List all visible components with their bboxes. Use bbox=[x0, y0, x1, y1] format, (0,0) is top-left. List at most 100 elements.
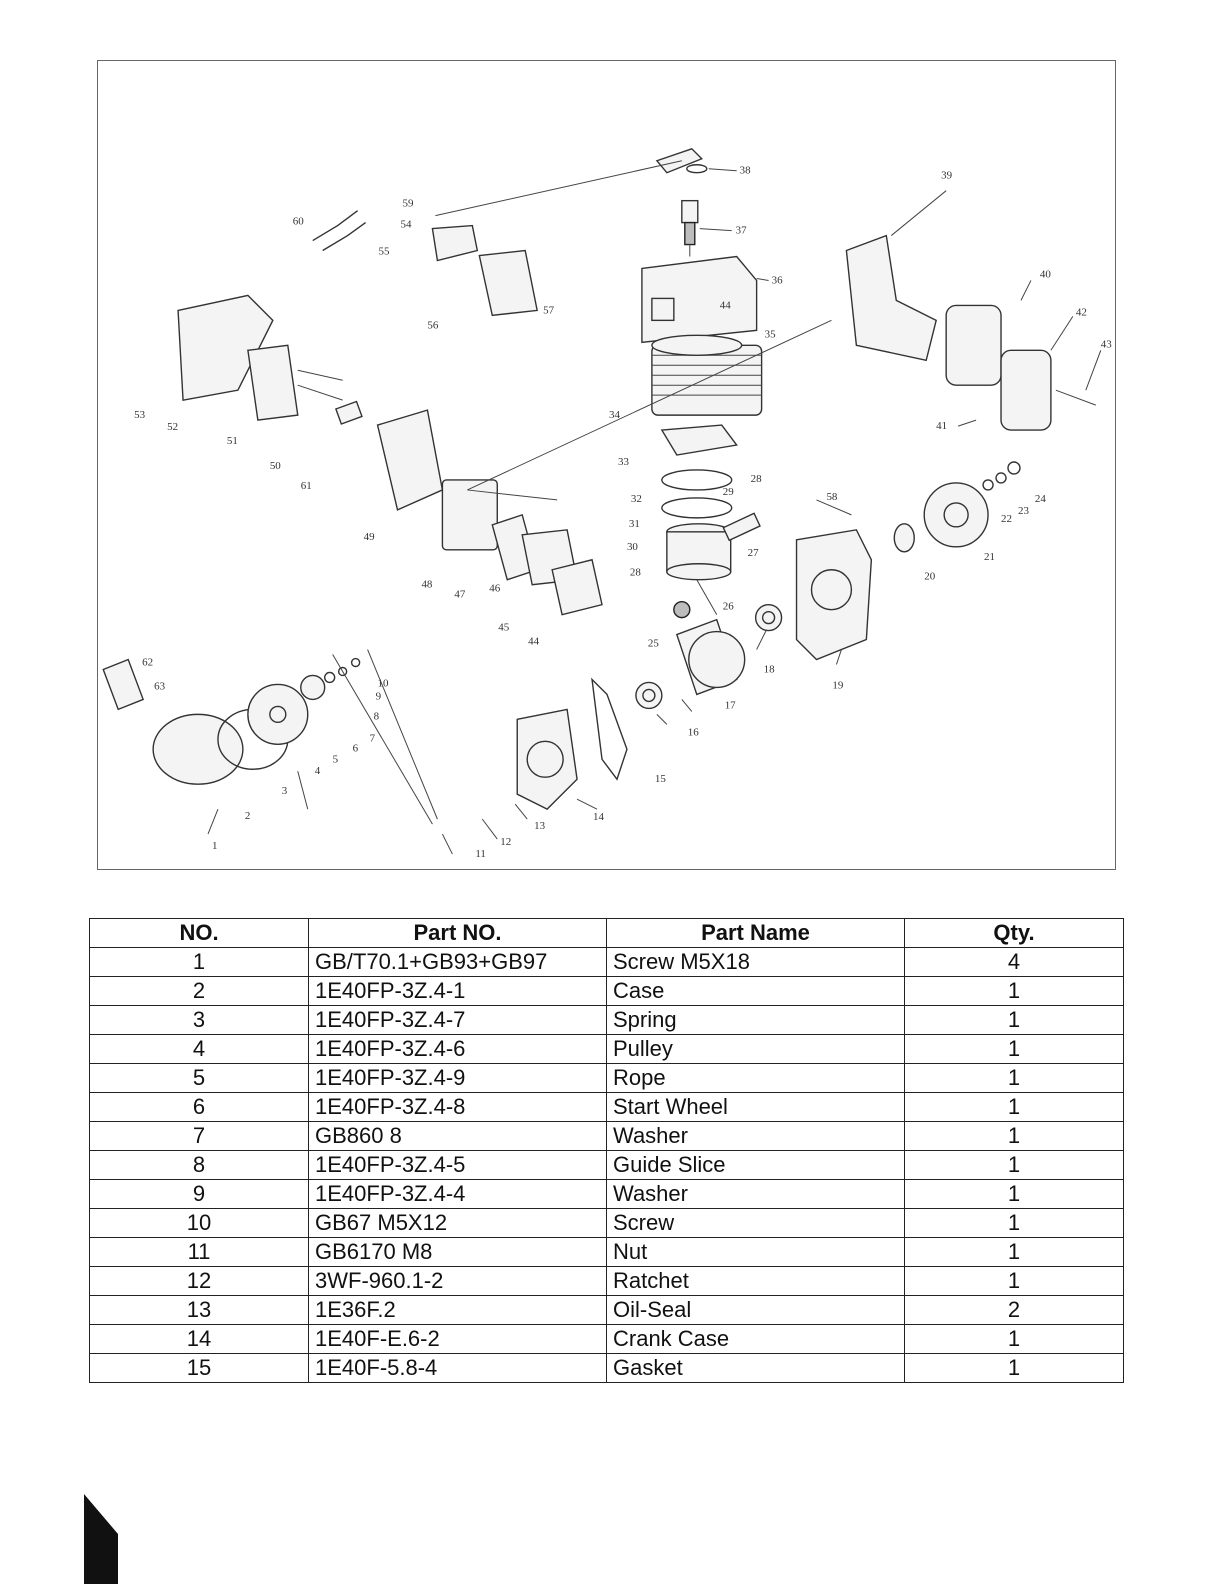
cell-part-no: 1E40FP-3Z.4-6 bbox=[308, 1034, 607, 1064]
clutch-shapes bbox=[893, 461, 1021, 553]
callout-label: 40 bbox=[1040, 268, 1051, 280]
air-filter-shapes bbox=[177, 294, 363, 425]
crankshaft-shape bbox=[673, 579, 746, 696]
cell-qty: 1 bbox=[904, 1324, 1124, 1354]
callout-label: 51 bbox=[227, 435, 238, 447]
header-part-name: Part Name bbox=[606, 918, 905, 948]
cell-no: 10 bbox=[89, 1208, 309, 1238]
cell-qty: 1 bbox=[904, 1005, 1124, 1035]
callout-label: 23 bbox=[1018, 505, 1029, 517]
header-no: NO. bbox=[89, 918, 309, 948]
callout-label: 10 bbox=[378, 677, 389, 689]
callout-label: 47 bbox=[454, 589, 465, 601]
cell-part-no: 1E40FP-3Z.4-9 bbox=[308, 1063, 607, 1093]
callout-label: 55 bbox=[379, 246, 390, 258]
cell-qty: 1 bbox=[904, 976, 1124, 1006]
cell-part-no: GB67 M5X12 bbox=[308, 1208, 607, 1238]
callout-label: 27 bbox=[748, 547, 759, 559]
cell-no: 5 bbox=[89, 1063, 309, 1093]
callout-label: 39 bbox=[941, 170, 952, 182]
cell-no: 11 bbox=[89, 1237, 309, 1267]
cell-no: 14 bbox=[89, 1324, 309, 1354]
cell-part-name: Start Wheel bbox=[606, 1092, 905, 1122]
callout-label: 30 bbox=[627, 541, 638, 553]
cell-part-name: Gasket bbox=[606, 1353, 905, 1383]
cell-no: 6 bbox=[89, 1092, 309, 1122]
diagram-drawing: 1 2 3 4 5 6 7 8 9 10 11 12 13 14 15 16 1… bbox=[102, 147, 1112, 860]
callout-label: 48 bbox=[421, 579, 432, 591]
callout-label: 63 bbox=[154, 680, 165, 692]
cylinder-shape bbox=[651, 334, 763, 416]
cell-no: 9 bbox=[89, 1179, 309, 1209]
cell-no: 3 bbox=[89, 1005, 309, 1035]
callout-label: 22 bbox=[1001, 513, 1012, 525]
cell-part-no: 1E40F-5.8-4 bbox=[308, 1353, 607, 1383]
callout-label: 7 bbox=[370, 732, 376, 744]
callout-label: 37 bbox=[736, 225, 747, 237]
cell-part-no: 1E40FP-3Z.4-7 bbox=[308, 1005, 607, 1035]
piston-shape bbox=[666, 512, 761, 581]
bearing-shapes bbox=[635, 603, 783, 710]
callout-label: 60 bbox=[293, 216, 304, 228]
muffler-shapes bbox=[845, 234, 1096, 431]
callout-label: 15 bbox=[655, 773, 666, 785]
header-part-no: Part NO. bbox=[308, 918, 607, 948]
cell-qty: 1 bbox=[904, 1034, 1124, 1064]
callout-label: 38 bbox=[740, 165, 751, 177]
exploded-parts-diagram: 1 2 3 4 5 6 7 8 9 10 11 12 13 14 15 16 1… bbox=[97, 60, 1116, 870]
callout-label: 42 bbox=[1076, 306, 1087, 318]
cell-qty: 4 bbox=[904, 947, 1124, 977]
cell-qty: 1 bbox=[904, 1353, 1124, 1383]
carburetor-shapes bbox=[376, 409, 603, 616]
cell-qty: 1 bbox=[904, 1150, 1124, 1180]
starter-housing-shapes bbox=[102, 657, 361, 785]
callout-label: 25 bbox=[648, 638, 659, 650]
cell-no: 12 bbox=[89, 1266, 309, 1296]
callout-label: 32 bbox=[631, 493, 642, 505]
callout-label: 1 bbox=[212, 840, 217, 852]
callout-label: 52 bbox=[167, 421, 178, 433]
cell-part-name: Spring bbox=[606, 1005, 905, 1035]
cell-part-no: GB/T70.1+GB93+GB97 bbox=[308, 947, 607, 977]
callout-label: 44 bbox=[720, 299, 731, 311]
cell-part-no: GB6170 M8 bbox=[308, 1237, 607, 1267]
callout-label: 6 bbox=[353, 742, 359, 754]
cell-part-name: Screw M5X18 bbox=[606, 947, 905, 977]
leader-lines bbox=[207, 160, 1102, 855]
callout-label: 17 bbox=[725, 699, 736, 711]
gasket-ring-shapes bbox=[660, 424, 738, 519]
callout-label: 46 bbox=[489, 583, 500, 595]
cylinder-cover-shape bbox=[641, 255, 758, 344]
cell-no: 8 bbox=[89, 1150, 309, 1180]
cell-part-name: Pulley bbox=[606, 1034, 905, 1064]
cell-part-no: 1E40FP-3Z.4-1 bbox=[308, 976, 607, 1006]
cell-part-name: Case bbox=[606, 976, 905, 1006]
cell-part-name: Crank Case bbox=[606, 1324, 905, 1354]
callout-label: 35 bbox=[765, 328, 776, 340]
crankcase-left-shape bbox=[516, 677, 628, 810]
callout-label: 61 bbox=[301, 480, 312, 492]
cell-part-no: 1E40FP-3Z.4-5 bbox=[308, 1150, 607, 1180]
callout-label: 20 bbox=[924, 571, 935, 583]
header-qty: Qty. bbox=[904, 918, 1124, 948]
cell-part-no: 3WF-960.1-2 bbox=[308, 1266, 607, 1296]
callout-label: 13 bbox=[534, 820, 545, 832]
cell-no: 1 bbox=[89, 947, 309, 977]
cell-part-name: Washer bbox=[606, 1179, 905, 1209]
callout-label: 9 bbox=[376, 690, 382, 702]
callout-label: 44 bbox=[528, 636, 539, 648]
cell-part-no: GB860 8 bbox=[308, 1121, 607, 1151]
callout-label: 3 bbox=[282, 785, 288, 797]
callout-label: 53 bbox=[134, 409, 145, 421]
